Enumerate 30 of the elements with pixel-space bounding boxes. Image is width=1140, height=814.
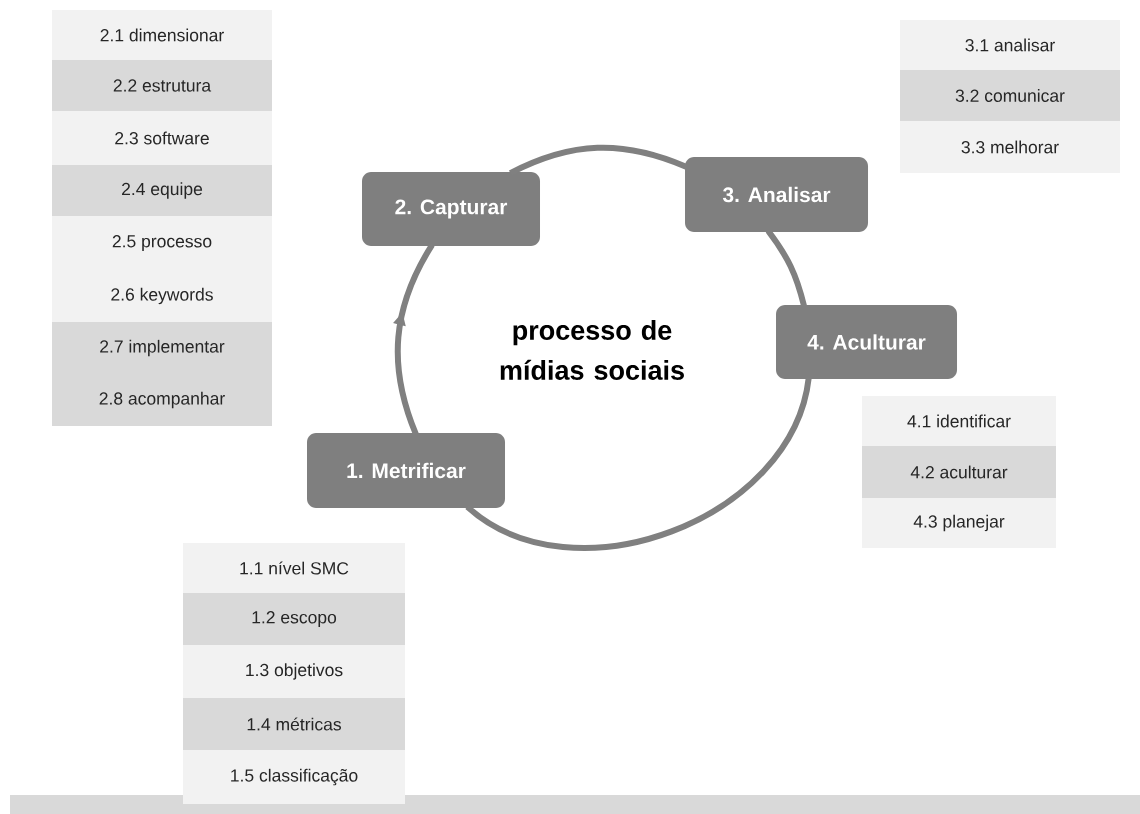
list-item: 2.3 software	[52, 111, 272, 165]
list-item: 2.1 dimensionar	[52, 10, 272, 60]
list-item: 4.1 identificar	[862, 396, 1056, 446]
list-item: 4.2 aculturar	[862, 446, 1056, 498]
list-item: 2.4 equipe	[52, 165, 272, 216]
list-item: 1.2 escopo	[183, 593, 405, 645]
list-item: 2.5 processo	[52, 216, 272, 270]
list-item: 1.4 métricas	[183, 698, 405, 750]
list-item: 1.5 classificação	[183, 750, 405, 804]
list-item: 1.3 objetivos	[183, 645, 405, 698]
node-label: 2.7 implementar	[100, 339, 225, 357]
list-item: 3.3 melhorar	[900, 121, 1120, 173]
list-item: 2.6 keywords	[52, 270, 272, 322]
center-title: processo de mídias sociais	[500, 320, 684, 380]
list-item: 3.1 analisar	[900, 20, 1120, 70]
list-item: 4.3 planejar	[862, 498, 1056, 548]
step-box: 1. Metrificar	[307, 433, 505, 508]
connector-arc	[465, 377, 812, 551]
step-box: 4. Aculturar	[776, 305, 957, 379]
node-label: 2.5 processo	[112, 235, 212, 251]
list-item: 2.7 implementar	[52, 322, 272, 374]
step-box: 2. Capturar	[362, 172, 540, 246]
list-item: 2.2 estrutura	[52, 60, 272, 111]
node-label: 2.8 acompanhar	[99, 391, 225, 409]
list-item: 3.2 comunicar	[900, 70, 1120, 121]
step-box: 3. Analisar	[685, 157, 868, 232]
list-item: 2.8 acompanhar	[52, 374, 272, 426]
list-item: 1.1 nível SMC	[183, 543, 405, 593]
node-label: 2.6 keywords	[111, 287, 213, 305]
arrow	[393, 243, 435, 436]
